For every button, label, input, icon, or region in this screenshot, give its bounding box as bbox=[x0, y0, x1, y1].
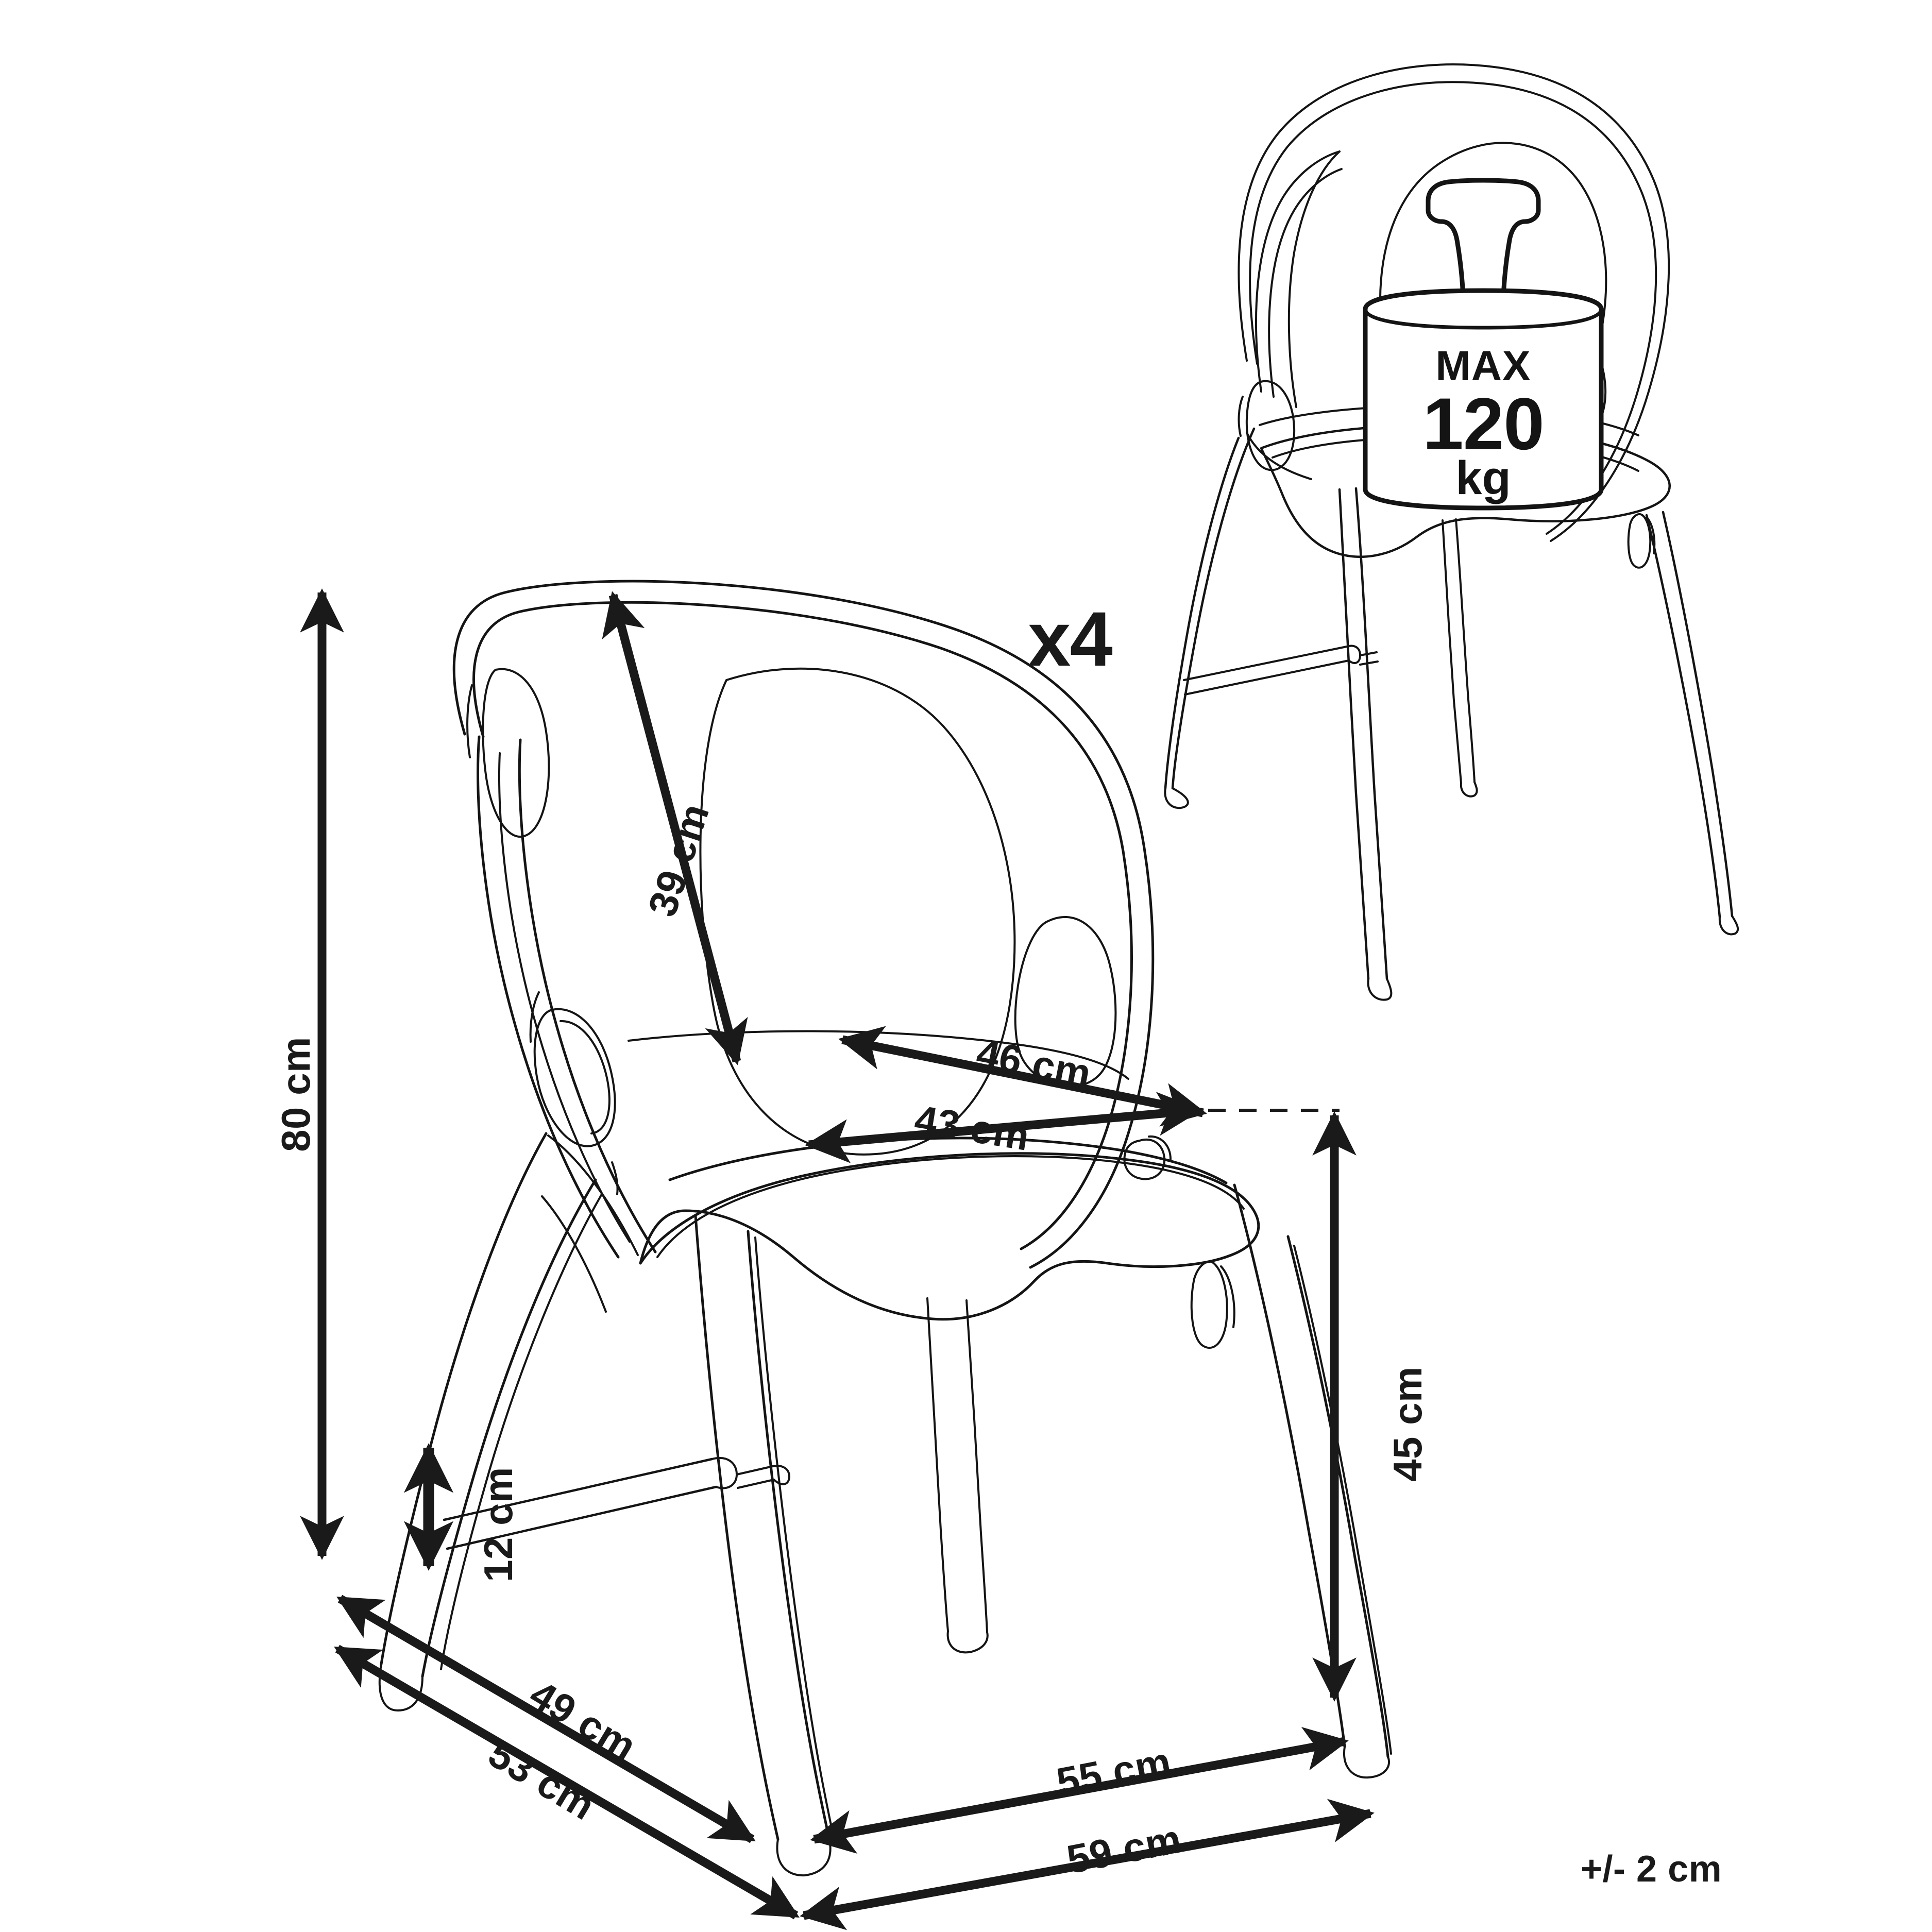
arrow-base-depth-outer bbox=[334, 1645, 800, 1920]
tolerance-label: +/- 2 cm bbox=[1581, 1849, 1722, 1890]
arrow-backrest-height bbox=[602, 591, 748, 1065]
max-load-max-label: MAX bbox=[1435, 343, 1531, 389]
max-load-value: 120 bbox=[1422, 383, 1545, 465]
dimension-label-total-height: 80 cm bbox=[273, 1037, 318, 1152]
dimension-label-seat-height: 45 cm bbox=[1384, 1366, 1430, 1482]
weight-icon bbox=[1363, 178, 1604, 511]
dimension-arrows bbox=[300, 588, 1375, 1930]
arrow-base-width-outer bbox=[800, 1799, 1375, 1930]
main-chair bbox=[378, 580, 1392, 1877]
arrow-seat-width bbox=[805, 1092, 1202, 1163]
quantity-label: x4 bbox=[1028, 596, 1113, 682]
max-load-unit: kg bbox=[1455, 452, 1511, 504]
dimension-label-stretcher-height: 12 cm bbox=[475, 1467, 521, 1582]
